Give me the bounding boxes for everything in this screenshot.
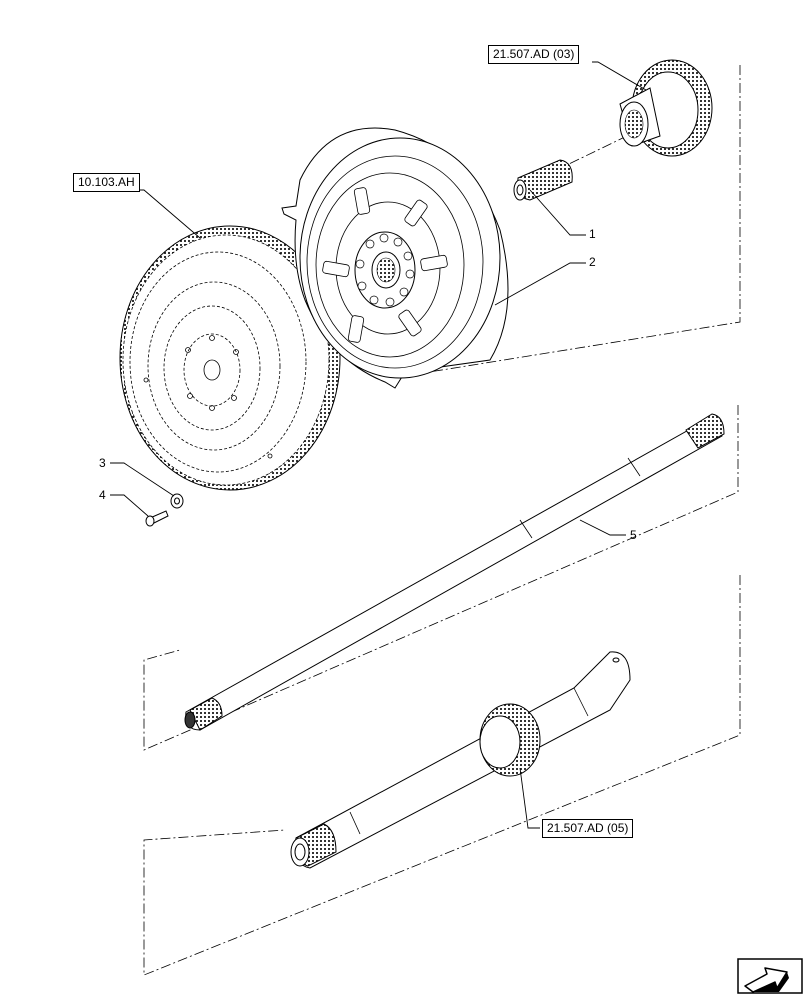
long-shaft [184,413,725,731]
gear-top-right [619,59,713,157]
flywheel [119,225,341,491]
reference-10-103-ah[interactable]: 10.103.AH [73,173,140,192]
next-page-arrow-icon[interactable] [737,958,803,994]
main-gear-shaft [290,651,631,869]
leader-lines [110,61,647,829]
callout-5: 5 [630,528,637,542]
splined-stub-shaft [513,159,573,201]
bolt [145,510,169,527]
reference-21-507-ad-03[interactable]: 21.507.AD (03) [488,45,580,64]
reference-21-507-ad-05[interactable]: 21.507.AD (05) [542,819,634,838]
callout-3: 3 [99,456,106,470]
callout-2: 2 [589,255,596,269]
callout-1: 1 [589,227,596,241]
callout-4: 4 [99,488,106,502]
washer [170,493,184,509]
clutch-assembly [281,127,509,389]
